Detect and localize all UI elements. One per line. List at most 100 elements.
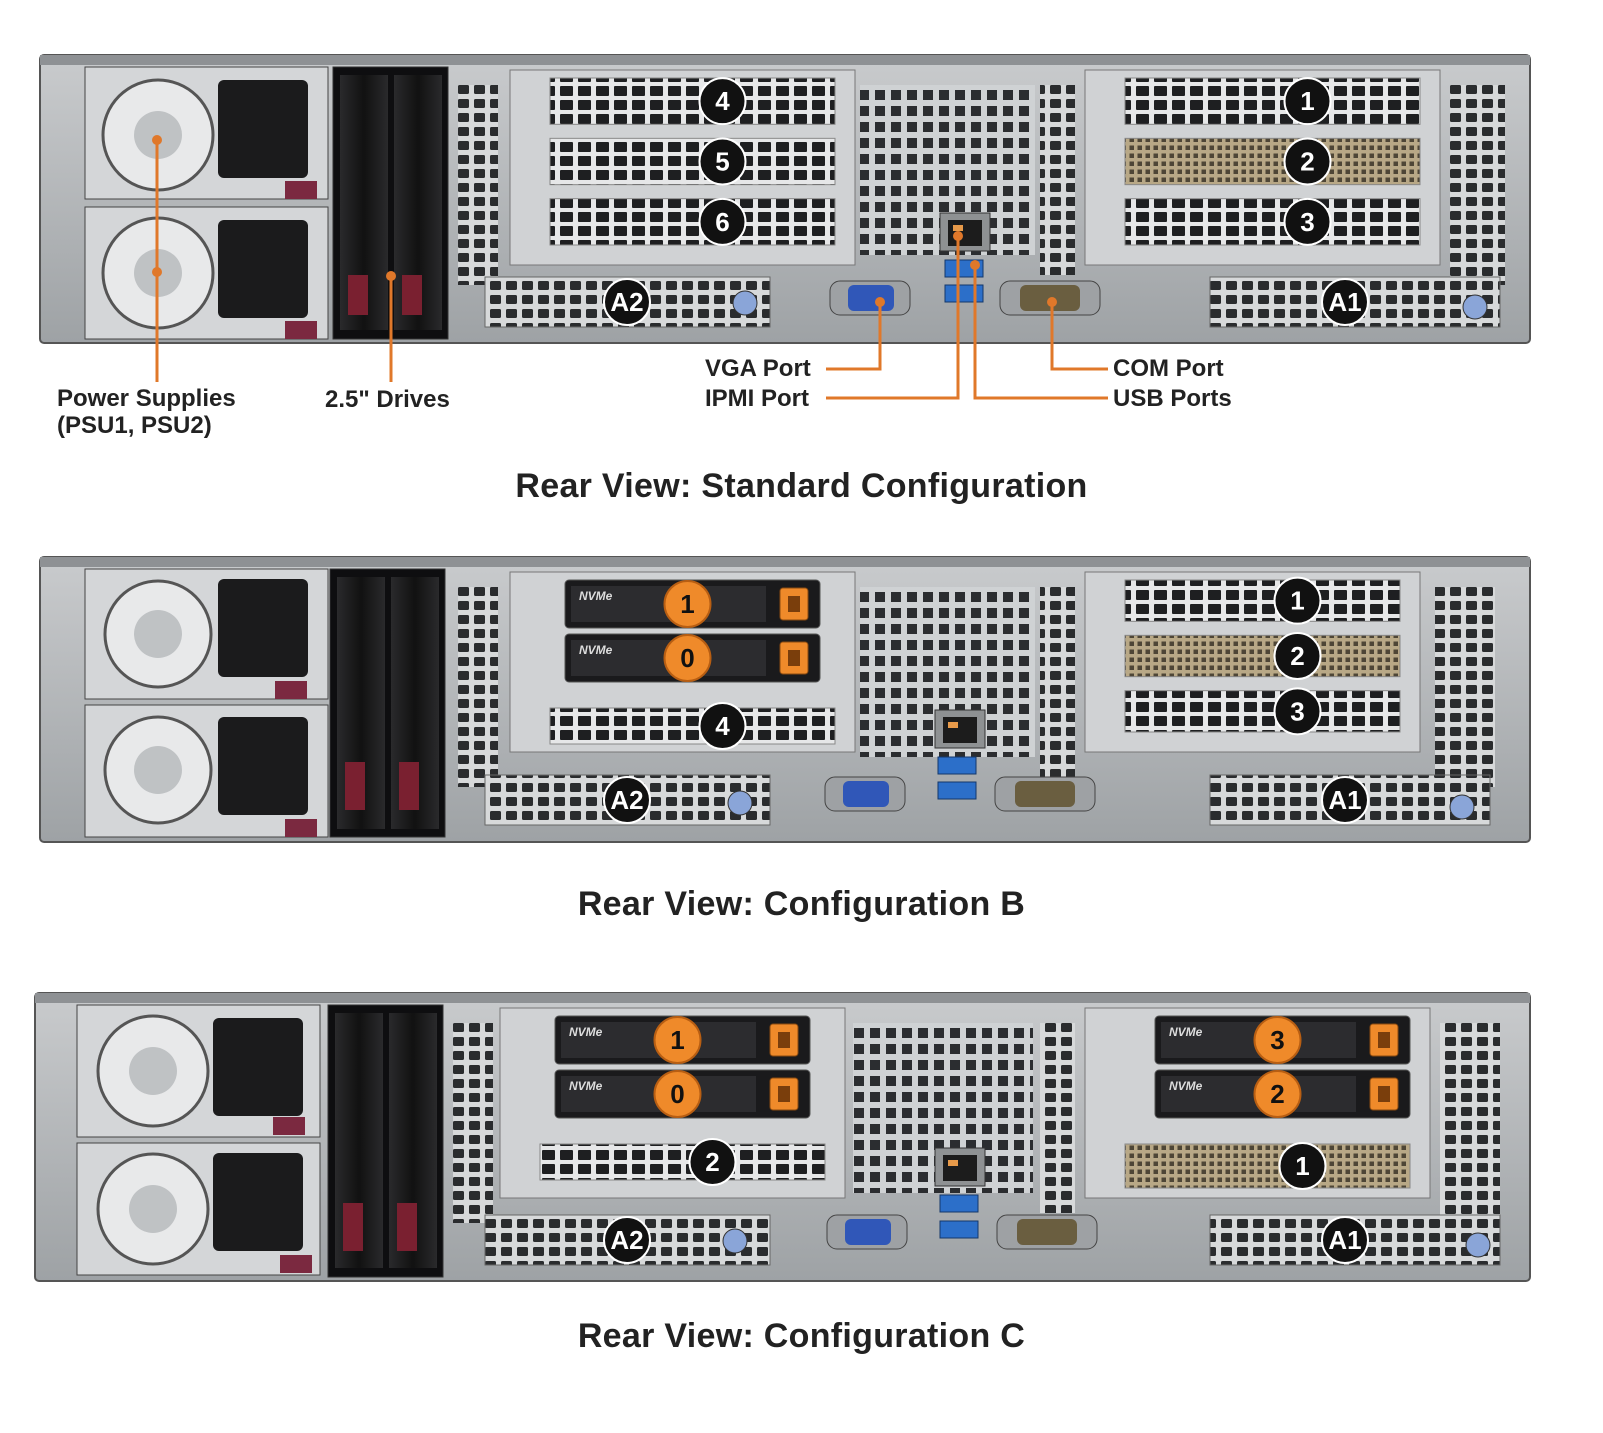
nvme-latch[interactable] <box>779 587 809 621</box>
pcie-slot-number-badge: 1 <box>1278 1142 1327 1190</box>
pcie-slot-4 <box>549 77 836 125</box>
psu-module-2 <box>84 704 329 838</box>
nvme-drive-number-badge: 1 <box>663 580 712 628</box>
callout-lines <box>155 140 1108 400</box>
drive-bays-2-5 <box>329 568 446 838</box>
pcie-slot-2 <box>1124 634 1401 678</box>
com-port[interactable] <box>996 1214 1098 1250</box>
svg-text:1: 1 <box>1295 1151 1309 1181</box>
pcie-slot-number-badge: 2 <box>1273 632 1322 680</box>
nvme-drive-number-badge: 2 <box>1253 1070 1302 1118</box>
nvme-latch[interactable] <box>779 641 809 675</box>
psu-module-1 <box>84 568 329 700</box>
drive-bays-2-5 <box>327 1004 444 1278</box>
pcie-slot-2 <box>539 1143 826 1181</box>
com-port[interactable] <box>994 776 1096 812</box>
callout-usb-ports: USB Ports <box>1113 385 1232 412</box>
aioc-slot-a2-badge: A2 <box>603 776 651 824</box>
pcie-slot-number-badge: 4 <box>698 702 747 750</box>
pcie-slot-number-badge: 4 <box>698 77 747 126</box>
pcie-slot-number-badge: 5 <box>698 137 747 186</box>
nvme-label: NVMe <box>569 1025 603 1039</box>
pcie-slot-1 <box>1124 77 1421 125</box>
nvme-drive-number-badge: 3 <box>1253 1016 1302 1064</box>
svg-text:3: 3 <box>1270 1025 1284 1055</box>
ipmi-port[interactable] <box>939 212 991 252</box>
svg-text:4: 4 <box>715 86 730 116</box>
drive-bays-2-5 <box>332 66 449 340</box>
svg-text:1: 1 <box>1290 586 1304 616</box>
svg-text:6: 6 <box>715 207 729 237</box>
aioc-slot-a1-badge: A1 <box>1321 776 1369 824</box>
pcie-slot-3 <box>1124 198 1421 246</box>
callout-vga-port: VGA Port <box>705 355 811 382</box>
svg-text:2: 2 <box>1300 147 1314 177</box>
nvme-drive-number-badge: 1 <box>653 1016 702 1064</box>
svg-text:2: 2 <box>705 1147 719 1177</box>
callout-ipmi-port: IPMI Port <box>705 385 810 412</box>
vga-port[interactable] <box>829 280 911 316</box>
callout-com-port: COM Port <box>1113 355 1224 382</box>
svg-text:1: 1 <box>680 589 694 619</box>
svg-text:4: 4 <box>715 711 730 741</box>
svg-text:0: 0 <box>680 643 694 673</box>
pcie-slot-number-badge: 1 <box>1273 576 1322 625</box>
nvme-label: NVMe <box>1169 1079 1203 1093</box>
nvme-latch[interactable] <box>1369 1023 1399 1057</box>
ipmi-port[interactable] <box>934 709 986 749</box>
callout-power-supplies-line1: Power Supplies <box>57 385 236 412</box>
nvme-drive-number-badge: 0 <box>663 634 712 682</box>
aioc-slot-a2-badge: A2 <box>603 278 651 326</box>
aioc-slot-a1-badge: A1 <box>1321 278 1369 326</box>
pcie-slot-number-badge: 3 <box>1273 687 1322 736</box>
pcie-slot-3 <box>1124 690 1401 733</box>
nvme-latch[interactable] <box>769 1077 799 1111</box>
pcie-slot-number-badge: 3 <box>1283 197 1332 246</box>
nvme-label: NVMe <box>579 589 613 603</box>
usb-ports[interactable] <box>937 756 977 800</box>
svg-text:A2: A2 <box>610 287 643 317</box>
caption-config-b: Rear View: Configuration B <box>577 885 1026 923</box>
svg-text:2: 2 <box>1270 1079 1284 1109</box>
svg-text:A1: A1 <box>1328 287 1361 317</box>
psu-module-2 <box>76 1142 321 1276</box>
caption-standard: Rear View: Standard Configuration <box>515 467 1088 505</box>
psu-module-1 <box>84 66 329 200</box>
caption-config-c: Rear View: Configuration C <box>577 1317 1026 1355</box>
nvme-latch[interactable] <box>1369 1077 1399 1111</box>
psu-module-2 <box>84 206 329 340</box>
pcie-slot-4 <box>549 707 836 745</box>
vga-port[interactable] <box>826 1214 908 1250</box>
pcie-slot-1 <box>1124 1143 1411 1189</box>
vga-port[interactable] <box>824 776 906 812</box>
svg-text:3: 3 <box>1300 207 1314 237</box>
pcie-slot-number-badge: 6 <box>698 197 747 246</box>
psu-module-1 <box>76 1004 321 1138</box>
aioc-slot-a1-badge: A1 <box>1321 1216 1369 1264</box>
callout-power-supplies: Power Supplies (PSU1, PSU2) <box>57 385 236 439</box>
svg-text:A2: A2 <box>610 785 643 815</box>
svg-text:5: 5 <box>715 147 729 177</box>
nvme-label: NVMe <box>1169 1025 1203 1039</box>
callout-drives: 2.5" Drives <box>325 386 450 413</box>
nvme-latch[interactable] <box>769 1023 799 1057</box>
pcie-slot-number-badge: 2 <box>688 1138 737 1186</box>
pcie-slot-5 <box>549 137 836 186</box>
callout-power-supplies-line2: (PSU1, PSU2) <box>57 412 212 439</box>
svg-text:1: 1 <box>670 1025 684 1055</box>
usb-ports[interactable] <box>939 1194 979 1239</box>
svg-text:1: 1 <box>1300 86 1314 116</box>
svg-text:A2: A2 <box>610 1225 643 1255</box>
nvme-label: NVMe <box>569 1079 603 1093</box>
svg-text:0: 0 <box>670 1079 684 1109</box>
pcie-slot-1 <box>1124 579 1401 622</box>
svg-text:A1: A1 <box>1328 1225 1361 1255</box>
svg-text:2: 2 <box>1290 641 1304 671</box>
svg-text:A1: A1 <box>1328 785 1361 815</box>
nvme-drive-number-badge: 0 <box>653 1070 702 1118</box>
pcie-slot-2 <box>1124 137 1421 186</box>
pcie-slot-6 <box>549 198 836 246</box>
ipmi-port[interactable] <box>934 1147 986 1187</box>
